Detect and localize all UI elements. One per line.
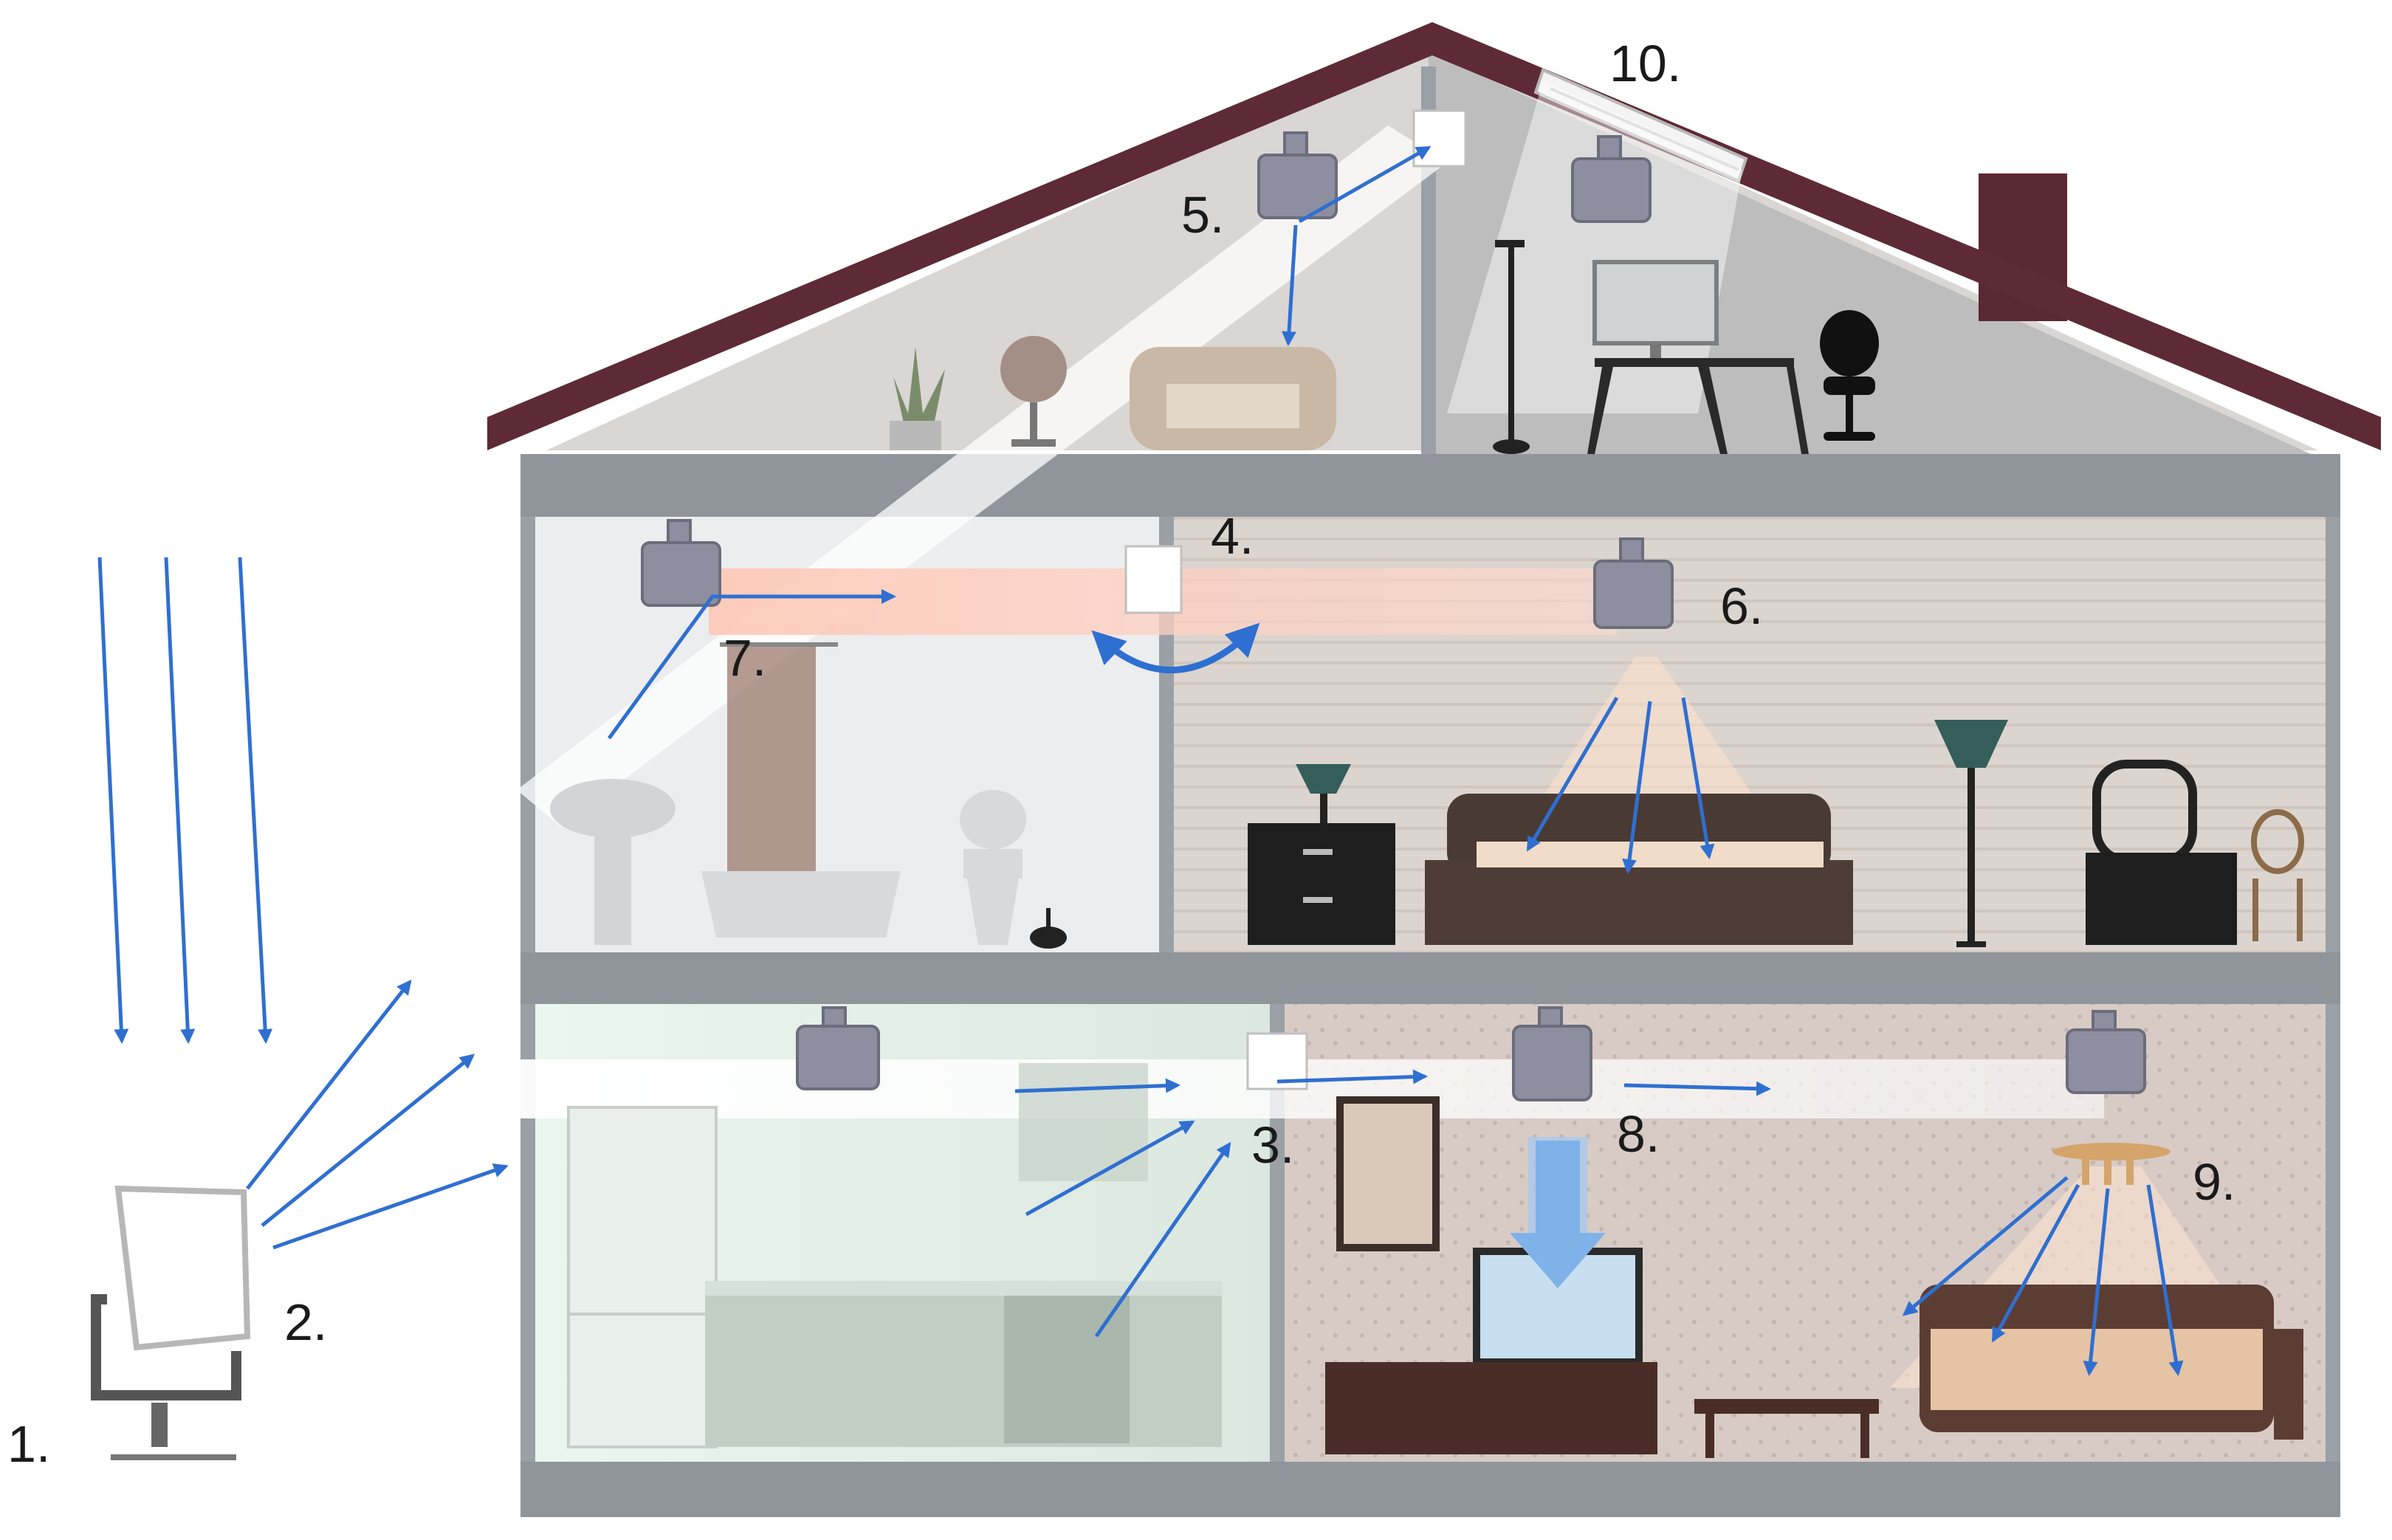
shower-curtain — [720, 642, 838, 876]
sofa-arrow-4 — [2146, 1184, 2184, 1376]
label-8: 8. — [1617, 1105, 1660, 1163]
ground-floor-slab — [520, 1462, 2340, 1517]
kitchen-arrow-4 — [1094, 1141, 1231, 1338]
number-labels: 1. 2. 3. 4. 5. 6. 7. 8. 9. 10. — [7, 35, 2235, 1473]
sofa — [1920, 1285, 2303, 1440]
kitchen-arrow-1 — [1014, 1078, 1180, 1093]
label-5: 5. — [1181, 186, 1224, 244]
sofa-arrow-3 — [2083, 1188, 2110, 1376]
bed-arrow-2 — [1622, 701, 1652, 874]
mirror-unit-attic-right — [1571, 135, 1652, 223]
wall-frame — [1336, 1096, 1440, 1251]
globe — [1000, 336, 1067, 447]
splitter-upper — [1124, 545, 1183, 614]
splitter-attic — [1412, 109, 1467, 168]
armchair — [1130, 347, 1336, 450]
tv-stand — [1325, 1362, 1657, 1454]
bed — [1425, 794, 1853, 945]
label-3: 3. — [1251, 1116, 1294, 1174]
furniture — [91, 240, 2304, 1460]
desk-chair — [1820, 310, 1879, 441]
plunger — [1030, 908, 1067, 949]
label-2: 2. — [284, 1293, 327, 1351]
monitor — [1592, 260, 1719, 358]
label-6: 6. — [1720, 577, 1763, 635]
label-7: 7. — [724, 629, 766, 687]
floor-lamp-attic — [1493, 240, 1530, 454]
sink — [550, 779, 676, 945]
label-10: 10. — [1609, 35, 1681, 92]
sun-ray-3 — [238, 557, 273, 1044]
mirror-unit-living-1 — [1512, 1006, 1592, 1101]
label-1: 1. — [7, 1415, 50, 1473]
label-9: 9. — [2193, 1153, 2235, 1211]
second-floor-slab — [520, 952, 2340, 1004]
attic-arrow-down — [1282, 224, 1298, 346]
kitchen-arrow-3 — [1025, 1120, 1195, 1217]
coffee-table — [1694, 1399, 1879, 1458]
label-4: 4. — [1211, 507, 1254, 565]
skylight — [1533, 68, 1748, 183]
nightstand-left — [1248, 823, 1395, 945]
lower-horizontal-beam — [517, 1059, 2104, 1118]
sofa-arrow-1 — [1902, 1176, 2069, 1316]
floor-lamp-bedroom — [1934, 720, 2008, 947]
side-chair — [2251, 809, 2304, 941]
mirror-unit-bedroom — [1593, 537, 1674, 629]
desk — [1587, 358, 1809, 454]
kitchen-arrow-2 — [1276, 1069, 1428, 1084]
heliostat-stand — [91, 1294, 241, 1460]
mirror-unit-living-2 — [2066, 1010, 2146, 1094]
attic-floor — [520, 454, 2340, 517]
mirror-unit-bath — [641, 519, 721, 607]
reflect-ray-1 — [246, 979, 412, 1190]
sun-ray-2 — [164, 557, 196, 1044]
sun-ray-1 — [97, 557, 129, 1044]
attic-right-room — [1429, 52, 2311, 454]
chandelier — [2052, 1143, 2171, 1185]
light-arrows — [97, 145, 2184, 1376]
mirror-units — [641, 131, 2146, 1101]
rotation-arrow — [1091, 622, 1260, 674]
living-arrow — [1623, 1081, 1771, 1096]
table-lamp-left — [1296, 764, 1351, 823]
tv-block-arrow — [1510, 1141, 1606, 1288]
reflect-ray-2 — [261, 1053, 475, 1227]
attic-arrow-up — [1298, 145, 1432, 224]
bed-arrow-3 — [1681, 697, 1715, 859]
wall-cabinets — [1019, 1063, 1148, 1181]
toilet — [960, 790, 1026, 945]
bathtub — [701, 871, 901, 938]
sofa-arrow-2 — [1991, 1183, 2080, 1343]
bed-arrow-1 — [1526, 696, 1619, 852]
fridge — [567, 1106, 718, 1448]
bath-arrow — [607, 589, 896, 740]
heliostat-mirror — [114, 1185, 251, 1351]
plant — [890, 347, 945, 450]
mirror-unit-attic-left — [1257, 131, 1338, 219]
vanity — [2086, 760, 2237, 945]
mirror-unit-kitchen — [796, 1006, 880, 1090]
reflect-ray-3 — [272, 1163, 509, 1250]
kitchen-cabinets — [705, 1281, 1222, 1447]
